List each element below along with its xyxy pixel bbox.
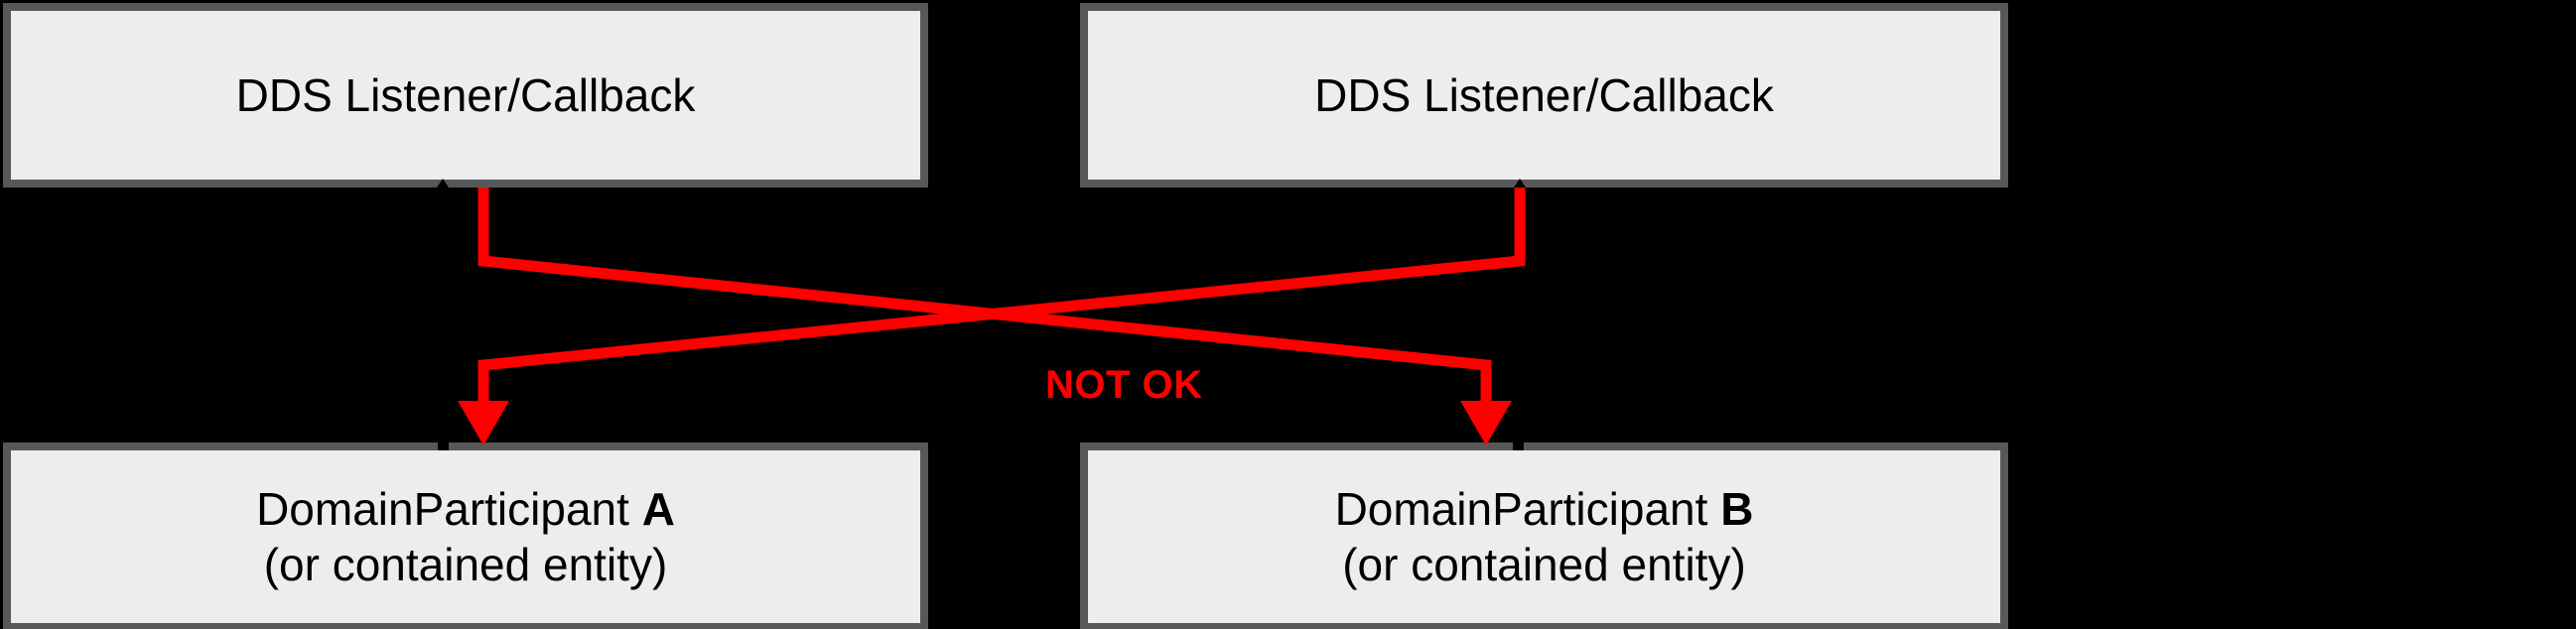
participant-b-emphasis: B	[1720, 482, 1754, 535]
participant-b-prefix: DomainParticipant	[1334, 482, 1721, 535]
box-label-participant-b-line2: (or contained entity)	[1342, 539, 1746, 590]
participant-a-prefix: DomainParticipant	[256, 482, 642, 535]
box-label-participant-a-line1: DomainParticipant A	[256, 481, 675, 537]
participant-a-emphasis: A	[641, 482, 675, 535]
box-label-participant-a-line2: (or contained entity)	[263, 539, 668, 590]
box-label-listener-b: DDS Listener/Callback	[1314, 68, 1774, 121]
connector-listener-a-to-participant-b	[477, 188, 1512, 445]
box-domain-participant-b[interactable]: DomainParticipant B (or contained entity…	[1080, 442, 2008, 629]
connection-anchor-marks	[437, 179, 1526, 450]
box-dds-listener-callback-b[interactable]: DDS Listener/Callback	[1080, 3, 2008, 188]
box-label-listener-a: DDS Listener/Callback	[235, 68, 696, 121]
label-not-ok: NOT OK	[1045, 363, 1203, 407]
box-label-participant-b-line1: DomainParticipant B	[1335, 481, 1754, 537]
box-dds-listener-callback-a[interactable]: DDS Listener/Callback	[3, 3, 928, 188]
box-domain-participant-a[interactable]: DomainParticipant A (or contained entity…	[3, 442, 928, 629]
connector-listener-b-to-participant-a	[458, 188, 1526, 445]
